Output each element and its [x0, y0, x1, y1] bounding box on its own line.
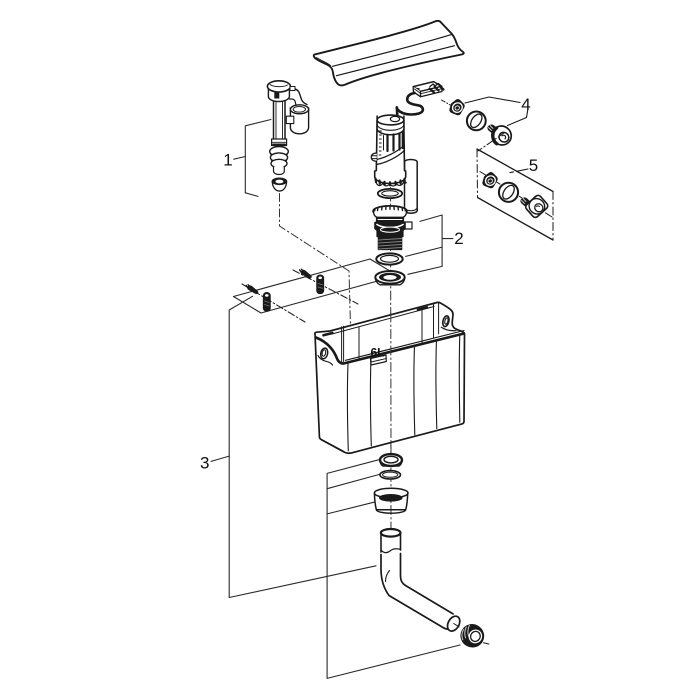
svg-text:5: 5 — [529, 156, 538, 175]
svg-text:4: 4 — [521, 95, 530, 114]
svg-text:3: 3 — [200, 454, 209, 473]
svg-text:2: 2 — [454, 229, 463, 248]
svg-text:1: 1 — [223, 151, 232, 170]
